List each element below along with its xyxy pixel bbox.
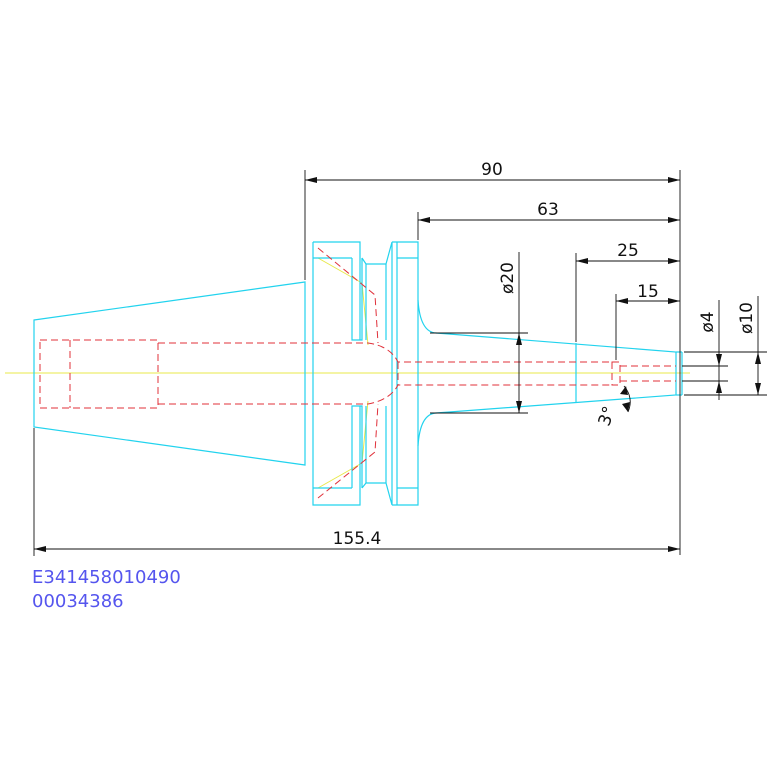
dim-label-15: 15: [637, 282, 659, 302]
dim-label-dia4: ø4: [698, 311, 718, 332]
dim-label-63: 63: [537, 200, 559, 220]
v-groove: [361, 241, 393, 506]
dimension-63: 63: [417, 200, 680, 240]
flange: [312, 241, 361, 506]
dim-label-angle: 3°: [595, 404, 620, 429]
taper-shank: [33, 281, 306, 466]
dim-label-dia10: ø10: [737, 302, 757, 334]
dim-label-overall: 155.4: [333, 529, 382, 549]
dimension-15: 15: [615, 282, 680, 360]
centerline: [5, 257, 690, 489]
dim-label-25: 25: [617, 241, 639, 261]
part-outline: [33, 241, 683, 506]
dimension-90: 90: [304, 160, 681, 555]
order-code: E341458010490: [32, 567, 181, 588]
hidden-lines: [39, 247, 676, 499]
dimension-dia4: ø4: [682, 300, 728, 400]
extension-body: [417, 299, 677, 447]
dim-label-dia20: ø20: [498, 262, 518, 294]
dimension-155-4: 155.4: [33, 428, 680, 556]
dim-label-90: 90: [481, 160, 503, 180]
item-number: 00034386: [32, 591, 124, 612]
dimension-dia10: ø10: [684, 296, 767, 396]
dimension-dia20: ø20: [430, 252, 528, 414]
dimension-angle: 3°: [595, 385, 631, 429]
collar: [392, 241, 419, 506]
dimension-25: 25: [575, 241, 680, 342]
